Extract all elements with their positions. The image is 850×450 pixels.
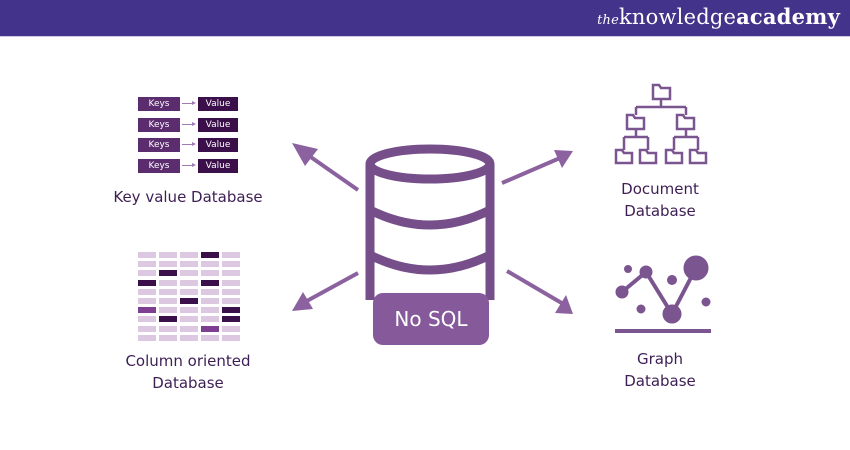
document-label-line2: Database [624, 202, 696, 220]
grid-cell [159, 307, 177, 314]
kv-key: Keys [138, 159, 180, 173]
grid-cell [138, 252, 156, 258]
kv-key: Keys [138, 138, 180, 152]
grid-cell [201, 270, 219, 277]
grid-cell [222, 270, 240, 277]
grid-cell [201, 252, 219, 258]
grid-cell [222, 334, 240, 341]
database-cylinder-icon [365, 144, 495, 300]
document-label: Document Database [590, 178, 730, 222]
kv-row: Keys Value [138, 118, 238, 132]
column-oriented-label-line2: Database [152, 374, 224, 392]
grid-cell [222, 325, 240, 332]
kv-row: Keys Value [138, 97, 238, 111]
kv-value: Value [198, 159, 238, 173]
grid-cell [201, 307, 219, 314]
grid-cell [180, 298, 198, 304]
grid-cell [222, 316, 240, 323]
grid-cell [180, 279, 198, 286]
grid-cell [159, 288, 177, 295]
grid-cell [138, 325, 156, 332]
grid-cell [222, 288, 240, 295]
grid-cell [222, 279, 240, 286]
kv-value: Value [198, 118, 238, 132]
logo-the: the [597, 13, 619, 28]
kv-arrow-icon [182, 101, 196, 105]
grid-cell [159, 252, 177, 258]
grid-cell [201, 279, 219, 286]
grid-cell [159, 261, 177, 268]
grid-cell [138, 261, 156, 268]
grid-cell [138, 298, 156, 304]
grid-cell [138, 288, 156, 295]
grid-cell [138, 307, 156, 314]
kv-key: Keys [138, 118, 180, 132]
grid-cell [138, 279, 156, 286]
header-bar: theknowledgeacademy [0, 0, 850, 37]
kv-row: Keys Value [138, 159, 238, 173]
arrow-to-document [501, 150, 573, 185]
grid-cell [138, 270, 156, 277]
grid-cell [180, 288, 198, 295]
nosql-label: No SQL [373, 293, 489, 345]
kv-arrow-icon [182, 142, 196, 146]
graph-label-line1: Graph [636, 350, 683, 368]
grid-cell [159, 325, 177, 332]
grid-cell [201, 325, 219, 332]
grid-cell [180, 307, 198, 314]
graph-label-line2: Database [624, 372, 696, 390]
arrow-to-graph [505, 269, 573, 314]
grid-cell [222, 252, 240, 258]
grid-cell [180, 252, 198, 258]
graph-nodes-icon [615, 255, 711, 333]
grid-cell [138, 316, 156, 323]
column-oriented-label-line1: Column oriented [125, 352, 251, 370]
kv-arrow-icon [182, 163, 196, 167]
grid-cell [201, 334, 219, 341]
grid-cell [180, 316, 198, 323]
grid-cell [180, 325, 198, 332]
kv-key: Keys [138, 97, 180, 111]
document-label-line1: Document [621, 180, 699, 198]
grid-cell [159, 298, 177, 304]
grid-cell [180, 261, 198, 268]
grid-cell [201, 288, 219, 295]
kv-value: Value [198, 138, 238, 152]
key-value-label: Key value Database [113, 188, 263, 206]
brand-logo[interactable]: theknowledgeacademy [597, 4, 840, 29]
grid-cell [159, 316, 177, 323]
column-oriented-label: Column oriented Database [98, 350, 278, 394]
logo-knowledge: knowledge [618, 5, 737, 29]
grid-cell [159, 279, 177, 286]
grid-cell [159, 270, 177, 277]
folder-tree-icon [614, 83, 708, 165]
grid-cell [138, 334, 156, 341]
grid-cell [180, 334, 198, 341]
grid-cell [222, 307, 240, 314]
grid-cell [180, 270, 198, 277]
kv-arrow-icon [182, 122, 196, 126]
grid-cell [201, 316, 219, 323]
grid-cell [201, 298, 219, 304]
grid-cell [222, 261, 240, 268]
grid-cell [159, 334, 177, 341]
kv-value: Value [198, 97, 238, 111]
grid-cell [222, 298, 240, 304]
grid-cell [201, 261, 219, 268]
arrow-to-column-oriented [292, 271, 359, 311]
arrow-to-key-value [292, 143, 360, 192]
kv-row: Keys Value [138, 138, 238, 152]
graph-label: Graph Database [600, 348, 720, 392]
logo-academy: academy [736, 4, 840, 29]
